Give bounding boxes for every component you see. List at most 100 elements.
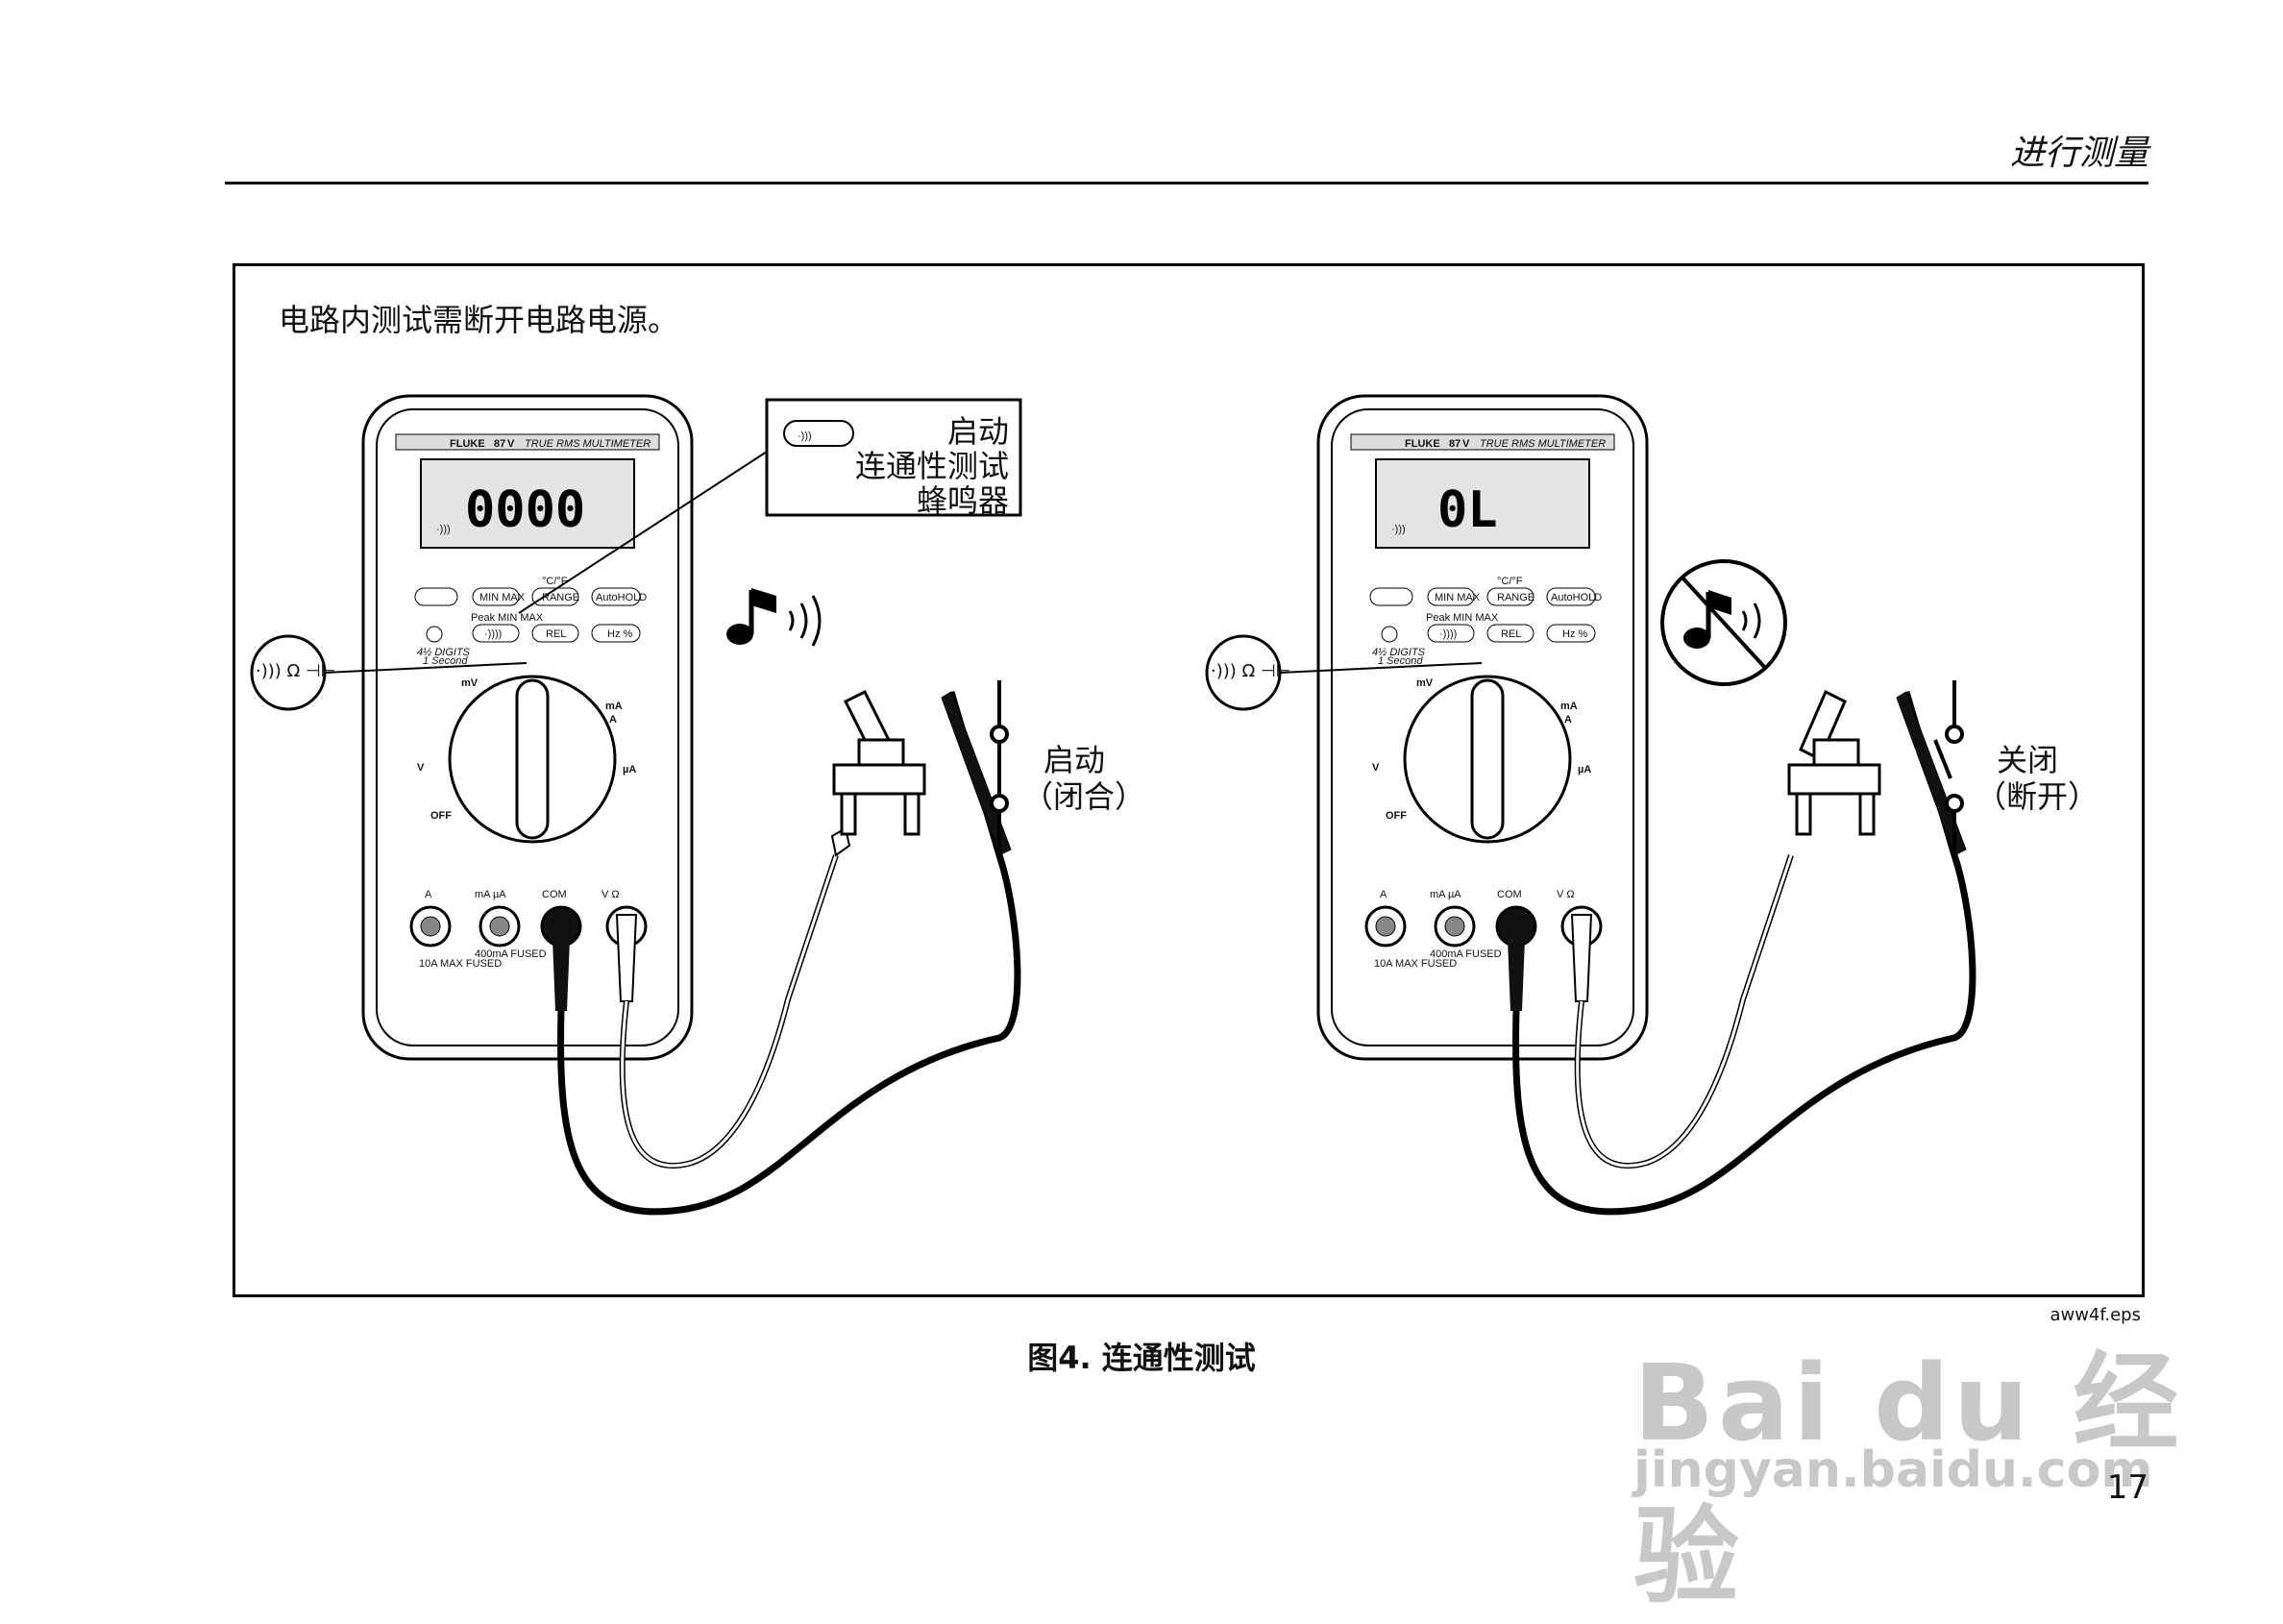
closed-switch-symbol bbox=[990, 680, 1009, 861]
callout-key-icon bbox=[783, 420, 854, 447]
lcd-display bbox=[1375, 458, 1590, 549]
subtitle-label: TRUE RMS MULTIMETER bbox=[525, 438, 651, 450]
model-label: 87 bbox=[494, 438, 505, 450]
svg-text:·))): ·))) bbox=[798, 431, 812, 442]
svg-text:OFF: OFF bbox=[1386, 810, 1407, 822]
svg-text:AutoHOLD: AutoHOLD bbox=[596, 592, 647, 603]
svg-text:10A MAX FUSED: 10A MAX FUSED bbox=[1374, 958, 1457, 970]
lcd-display bbox=[420, 458, 635, 549]
hz-button bbox=[591, 624, 641, 643]
svg-text:Peak MIN MAX: Peak MIN MAX bbox=[1426, 612, 1499, 624]
dial-knob bbox=[515, 678, 550, 840]
left-multimeter: FLUKE 87 V TRUE RMS MULTIMETER ·))) 0000… bbox=[361, 394, 694, 1061]
svg-text:Hz %: Hz % bbox=[607, 628, 633, 640]
svg-text:COM: COM bbox=[542, 889, 567, 900]
right-switch-label-2: （断开） bbox=[1976, 778, 2099, 815]
figure-illustration: FLUKE 87 V TRUE RMS MULTIMETER ·))) 0000… bbox=[250, 394, 1976, 1216]
svg-text:A: A bbox=[425, 889, 432, 900]
brand-label: FLUKE bbox=[1405, 438, 1440, 450]
callout-box bbox=[765, 398, 1022, 517]
svg-text:mA µA: mA µA bbox=[475, 889, 506, 900]
no-beep-icon bbox=[1660, 559, 1787, 686]
yellow-button bbox=[414, 587, 458, 606]
callout-line3: 蜂鸣器 bbox=[916, 482, 1009, 519]
svg-text:Peak MIN MAX: Peak MIN MAX bbox=[471, 612, 544, 624]
beep-note-icon bbox=[726, 588, 822, 647]
model-suffix: V bbox=[507, 438, 515, 450]
svg-text:REL: REL bbox=[1501, 628, 1521, 640]
warning-note: 电路内测试需断开电路电源。 bbox=[279, 302, 679, 338]
svg-text:RANGE: RANGE bbox=[1497, 592, 1534, 603]
svg-text:V Ω: V Ω bbox=[1557, 889, 1575, 900]
function-badge-left-label: ·))) Ω ⊣⊢ bbox=[256, 661, 336, 681]
left-switch-label-2: （闭合） bbox=[1022, 778, 1146, 815]
right-switch-label-1: 关闭 bbox=[1997, 742, 2059, 778]
svg-text:REL: REL bbox=[546, 628, 566, 640]
minmax-button bbox=[472, 587, 520, 606]
white-test-lead bbox=[621, 854, 838, 1168]
svg-text:V: V bbox=[417, 762, 425, 774]
callout-line2: 连通性测试 bbox=[854, 448, 1009, 484]
svg-text:°C/°F: °C/°F bbox=[542, 576, 568, 587]
figure-frame bbox=[233, 263, 2145, 1297]
section-title: 进行测量 bbox=[2009, 134, 2148, 173]
svg-text:Hz %: Hz % bbox=[1562, 628, 1588, 640]
figure-caption: 图4. 连通性测试 bbox=[1027, 1340, 1256, 1376]
autohold-button bbox=[591, 587, 641, 606]
callout-leader bbox=[518, 451, 768, 614]
lcd-reading: 0000 bbox=[465, 481, 585, 539]
watermark-url: jingyan.baidu.com bbox=[1633, 1441, 2153, 1499]
lcd-beeper-icon: ·))) bbox=[436, 524, 451, 535]
white-test-lead bbox=[1576, 854, 1793, 1168]
svg-text:1 Second: 1 Second bbox=[423, 655, 468, 667]
lcd-beeper-icon: ·))) bbox=[1391, 524, 1406, 535]
svg-text:4½ DIGITS: 4½ DIGITS bbox=[417, 647, 471, 658]
svg-text:400mA FUSED: 400mA FUSED bbox=[1430, 948, 1502, 960]
svg-text:·)))): ·)))) bbox=[484, 628, 502, 640]
svg-text:°C/°F: °C/°F bbox=[1497, 576, 1523, 587]
svg-text:A: A bbox=[609, 714, 617, 726]
svg-text:RANGE: RANGE bbox=[542, 592, 579, 603]
lcd-reading: 0L bbox=[1437, 481, 1498, 539]
left-switch-label-1: 启动 bbox=[1043, 742, 1106, 778]
svg-text:1 Second: 1 Second bbox=[1378, 655, 1423, 667]
open-switch-symbol bbox=[1933, 680, 1964, 861]
left-toggle-switch bbox=[832, 689, 926, 836]
model-suffix: V bbox=[1462, 438, 1470, 450]
svg-text:MIN MAX: MIN MAX bbox=[1435, 592, 1481, 603]
svg-text:V Ω: V Ω bbox=[601, 889, 620, 900]
svg-text:µA: µA bbox=[623, 764, 636, 775]
svg-text:mA µA: mA µA bbox=[1430, 889, 1461, 900]
black-test-lead bbox=[557, 691, 1021, 1216]
svg-text:mV: mV bbox=[1416, 677, 1434, 689]
black-test-lead bbox=[1512, 691, 1976, 1216]
svg-text:V: V bbox=[1372, 762, 1380, 774]
brand-label: FLUKE bbox=[450, 438, 485, 450]
page-number: 17 bbox=[2106, 1468, 2148, 1507]
range-button bbox=[531, 587, 579, 606]
svg-text:OFF: OFF bbox=[430, 810, 452, 822]
svg-text:µA: µA bbox=[1578, 764, 1591, 775]
right-toggle-switch bbox=[1787, 689, 1881, 836]
svg-text:400mA FUSED: 400mA FUSED bbox=[475, 948, 547, 960]
svg-text:mA: mA bbox=[605, 701, 623, 712]
svg-text:mA: mA bbox=[1560, 701, 1578, 712]
subtitle-label: TRUE RMS MULTIMETER bbox=[1480, 438, 1606, 450]
model-label: 87 bbox=[1449, 438, 1461, 450]
backlight-button bbox=[426, 626, 443, 643]
svg-text:A: A bbox=[1380, 889, 1387, 900]
callout-line1: 启动 bbox=[946, 413, 1009, 450]
svg-text:mV: mV bbox=[461, 677, 479, 689]
function-badge-right-label: ·))) Ω ⊣⊢ bbox=[1211, 661, 1291, 681]
header-rule bbox=[225, 182, 2148, 185]
beep-button bbox=[472, 624, 520, 643]
right-multimeter: FLUKE 87 V TRUE RMS MULTIMETER ·))) 0L °… bbox=[1316, 394, 1649, 1061]
svg-text:4½ DIGITS: 4½ DIGITS bbox=[1372, 647, 1426, 658]
rel-button bbox=[531, 624, 579, 643]
file-tag: aww4f.eps bbox=[2050, 1305, 2141, 1325]
svg-text:10A MAX FUSED: 10A MAX FUSED bbox=[419, 958, 502, 970]
svg-text:MIN MAX: MIN MAX bbox=[479, 592, 526, 603]
svg-text:·)))): ·)))) bbox=[1439, 628, 1457, 640]
svg-text:AutoHOLD: AutoHOLD bbox=[1551, 592, 1602, 603]
svg-text:A: A bbox=[1564, 714, 1572, 726]
